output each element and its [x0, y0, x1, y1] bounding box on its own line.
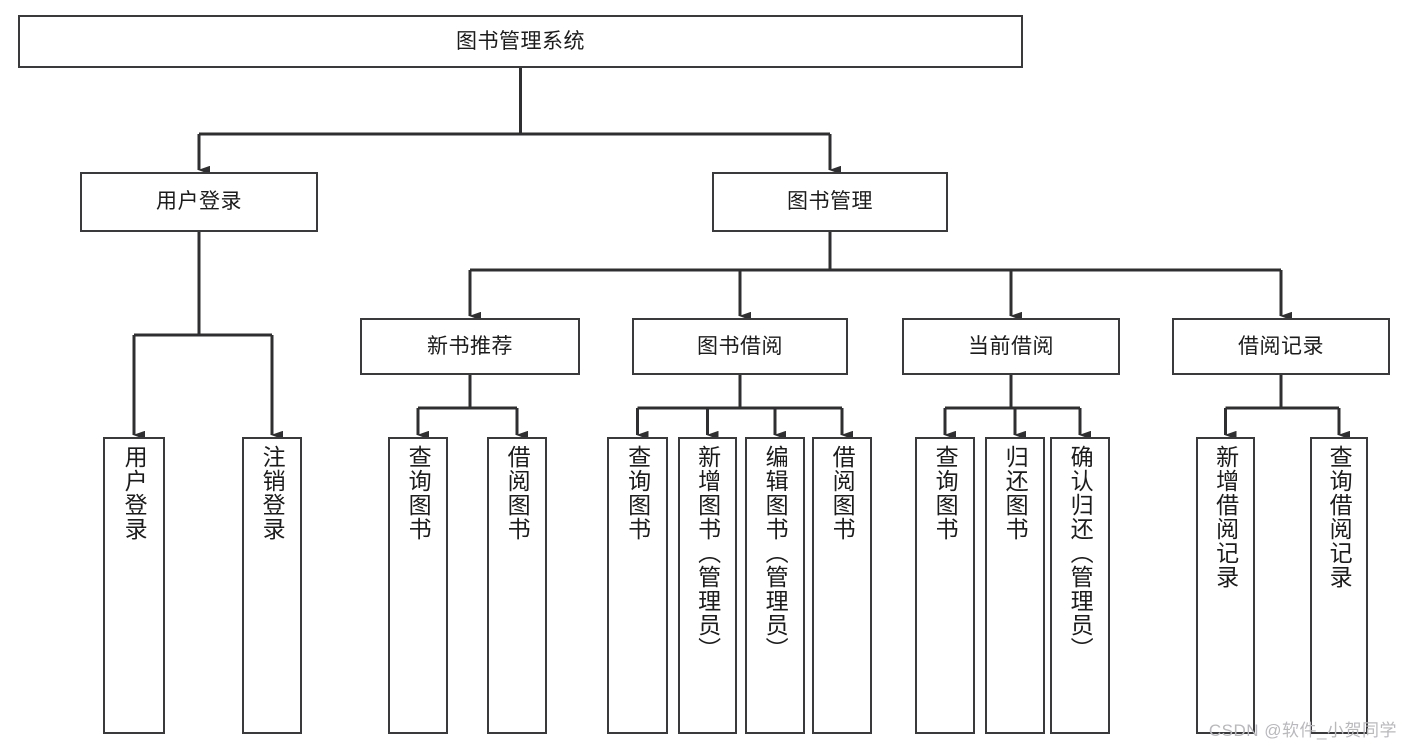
- node-current-borrow[interactable]: 当前借阅: [902, 318, 1120, 375]
- leaf-leaf-logout[interactable]: 注销登录: [242, 437, 302, 734]
- node-label: 新增借阅记录: [1212, 445, 1239, 589]
- leaf-leaf-query-book-1[interactable]: 查询图书: [388, 437, 448, 734]
- node-label: 借阅记录: [1238, 334, 1324, 358]
- leaf-leaf-add-book[interactable]: 新增图书（管理员）: [678, 437, 737, 734]
- leaf-leaf-query-book-2[interactable]: 查询图书: [607, 437, 668, 734]
- node-book-manage[interactable]: 图书管理: [712, 172, 948, 232]
- node-label: 注销登录: [259, 445, 286, 541]
- node-borrow-record[interactable]: 借阅记录: [1172, 318, 1390, 375]
- leaf-leaf-borrow-book-1[interactable]: 借阅图书: [487, 437, 547, 734]
- node-label: 借阅图书: [829, 445, 856, 541]
- node-label: 归还图书: [1002, 445, 1029, 541]
- node-label: 查询借阅记录: [1326, 445, 1353, 589]
- node-label: 图书借阅: [697, 334, 783, 358]
- node-label: 查询图书: [405, 445, 432, 541]
- node-label: 确认归还（管理员）: [1067, 445, 1094, 661]
- node-label: 当前借阅: [968, 334, 1054, 358]
- leaf-leaf-edit-book[interactable]: 编辑图书（管理员）: [745, 437, 805, 734]
- node-label: 图书管理: [787, 190, 873, 214]
- leaf-leaf-query-book-3[interactable]: 查询图书: [915, 437, 975, 734]
- node-book-borrow[interactable]: 图书借阅: [632, 318, 848, 375]
- node-new-book-rec[interactable]: 新书推荐: [360, 318, 580, 375]
- leaf-leaf-confirm-return[interactable]: 确认归还（管理员）: [1050, 437, 1110, 734]
- node-root[interactable]: 图书管理系统: [18, 15, 1023, 68]
- leaf-leaf-query-record[interactable]: 查询借阅记录: [1310, 437, 1368, 734]
- node-label: 用户登录: [121, 445, 148, 541]
- node-label: 新书推荐: [427, 334, 513, 358]
- node-label: 借阅图书: [504, 445, 531, 541]
- node-label: 查询图书: [624, 445, 651, 541]
- leaf-leaf-user-login[interactable]: 用户登录: [103, 437, 165, 734]
- leaf-leaf-return-book[interactable]: 归还图书: [985, 437, 1045, 734]
- leaf-leaf-borrow-book-2[interactable]: 借阅图书: [812, 437, 872, 734]
- node-user-login[interactable]: 用户登录: [80, 172, 318, 232]
- node-label: 用户登录: [156, 190, 242, 214]
- node-label: 编辑图书（管理员）: [762, 445, 789, 661]
- node-label: 图书管理系统: [456, 29, 585, 53]
- leaf-leaf-add-record[interactable]: 新增借阅记录: [1196, 437, 1255, 734]
- node-label: 新增图书（管理员）: [694, 445, 721, 661]
- node-label: 查询图书: [932, 445, 959, 541]
